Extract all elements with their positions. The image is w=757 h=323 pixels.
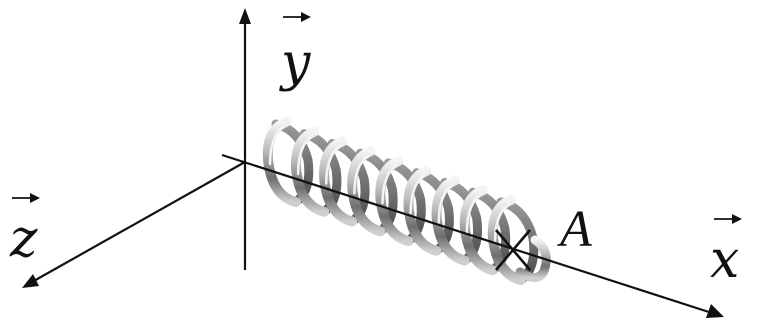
- spring-coil-front: [403, 165, 442, 256]
- point-a-marker: [495, 229, 531, 271]
- spring: [262, 117, 551, 285]
- x-axis: [221, 153, 724, 318]
- spring-coil-front: [262, 117, 301, 207]
- z-axis-arrowhead: [22, 274, 39, 288]
- point-a-label: A: [557, 201, 592, 258]
- z-axis-label: z: [9, 209, 38, 269]
- spring-coil-highlight: [381, 163, 398, 205]
- spring-end-hook: [515, 235, 551, 283]
- y-axis-label: y: [279, 33, 311, 93]
- y-axis: [239, 8, 251, 270]
- x-vector-arrow-icon: [732, 214, 742, 224]
- spring-coil-highlight: [268, 124, 286, 166]
- spring-coil-highlight: [493, 202, 511, 244]
- spring-coil-highlight: [325, 144, 342, 185]
- spring-coil-highlight: [465, 193, 483, 234]
- x-axis-arrowhead: [706, 304, 724, 318]
- spring-coil-front: [290, 126, 330, 217]
- z-vector-arrow-icon: [30, 193, 40, 203]
- z-axis: [22, 161, 246, 288]
- spring-coil-highlight: [353, 154, 370, 195]
- spring-coil-front: [431, 175, 470, 266]
- x-axis-label: x: [710, 230, 739, 290]
- z-axis-label-group: z: [9, 193, 40, 269]
- spring-coil-front: [375, 156, 414, 246]
- x-axis-label-group: x: [710, 214, 742, 290]
- y-vector-arrow-icon: [301, 12, 311, 22]
- spring-coil-front: [347, 146, 386, 237]
- y-axis-arrowhead: [239, 8, 251, 24]
- spring-coil-highlight: [409, 173, 426, 214]
- spring-coil-highlight: [296, 134, 314, 175]
- spring-coil-front: [319, 136, 358, 227]
- y-axis-label-group: y: [279, 12, 311, 93]
- spring-coil-front: [459, 185, 498, 276]
- spring-coil-highlight: [437, 183, 454, 224]
- spring-coil-front: [487, 195, 526, 285]
